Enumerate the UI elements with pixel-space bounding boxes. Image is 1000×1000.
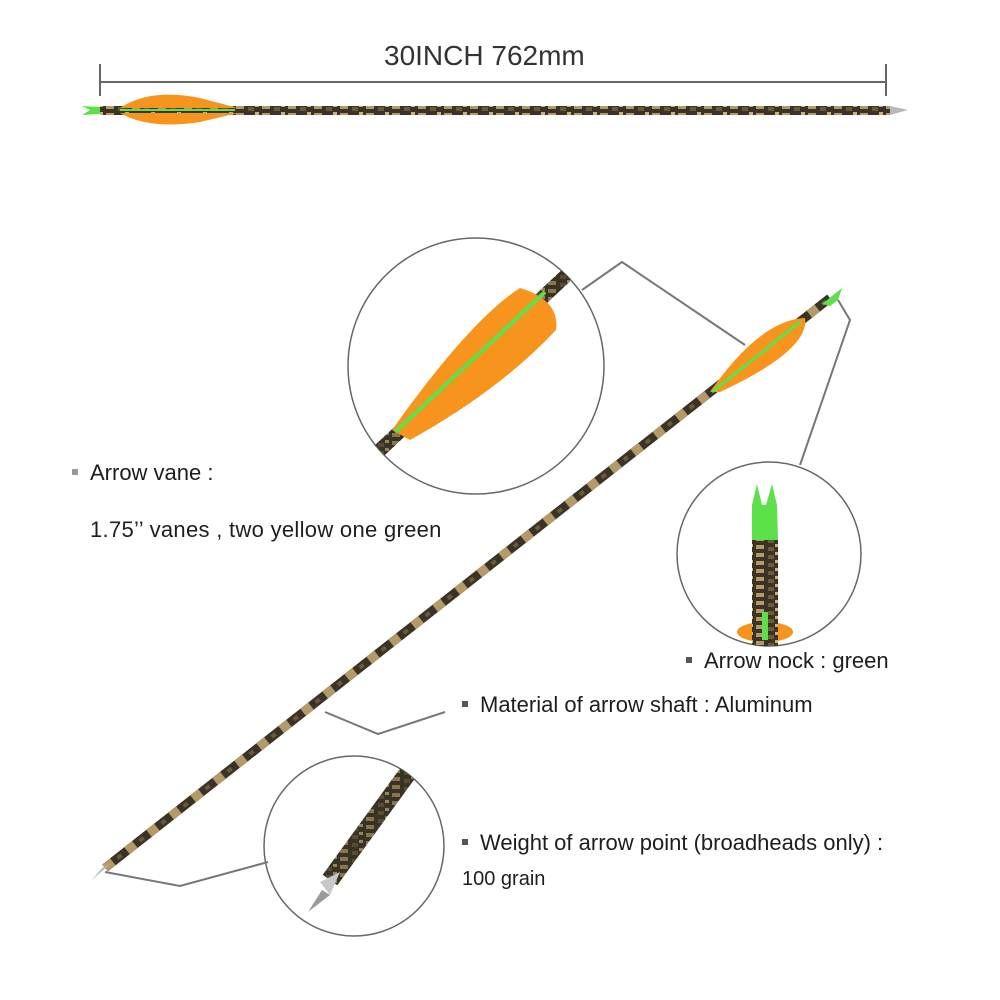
vane-top <box>120 94 238 108</box>
leader-shaft <box>324 711 446 736</box>
bullet-icon <box>72 469 78 476</box>
arrow-horizontal <box>82 94 908 125</box>
callout-shaft: Material of arrow shaft : Aluminum <box>462 692 813 718</box>
dimension-label: 30INCH 762mm <box>384 40 585 71</box>
dimension-line <box>99 64 887 96</box>
callout-vane-detail: 1.75’’ vanes , two yellow one green <box>90 517 442 542</box>
callout-point-title: Weight of arrow point (broadheads only) … <box>462 830 883 856</box>
nock-horizontal <box>82 106 100 115</box>
leader-point <box>104 861 269 888</box>
nock-diagonal <box>822 288 842 306</box>
point-horizontal <box>890 106 908 115</box>
bullet-icon <box>462 701 468 708</box>
zoom-circle-point <box>263 755 445 937</box>
callout-point-detail: 100 grain <box>462 868 546 890</box>
callout-vane-title: Arrow vane : <box>72 460 214 486</box>
arrow-diagonal <box>92 288 842 880</box>
bullet-icon <box>462 839 468 846</box>
callout-nock: Arrow nock : green <box>686 648 889 674</box>
zoom-circle-nock <box>676 461 862 647</box>
leader-vane <box>581 260 746 346</box>
zoom-circle-vane <box>347 237 605 495</box>
leader-lines <box>104 260 852 888</box>
vane-bottom <box>120 113 238 125</box>
leader-nock <box>799 299 852 466</box>
point-diagonal <box>92 864 110 880</box>
bullet-icon <box>686 657 692 664</box>
